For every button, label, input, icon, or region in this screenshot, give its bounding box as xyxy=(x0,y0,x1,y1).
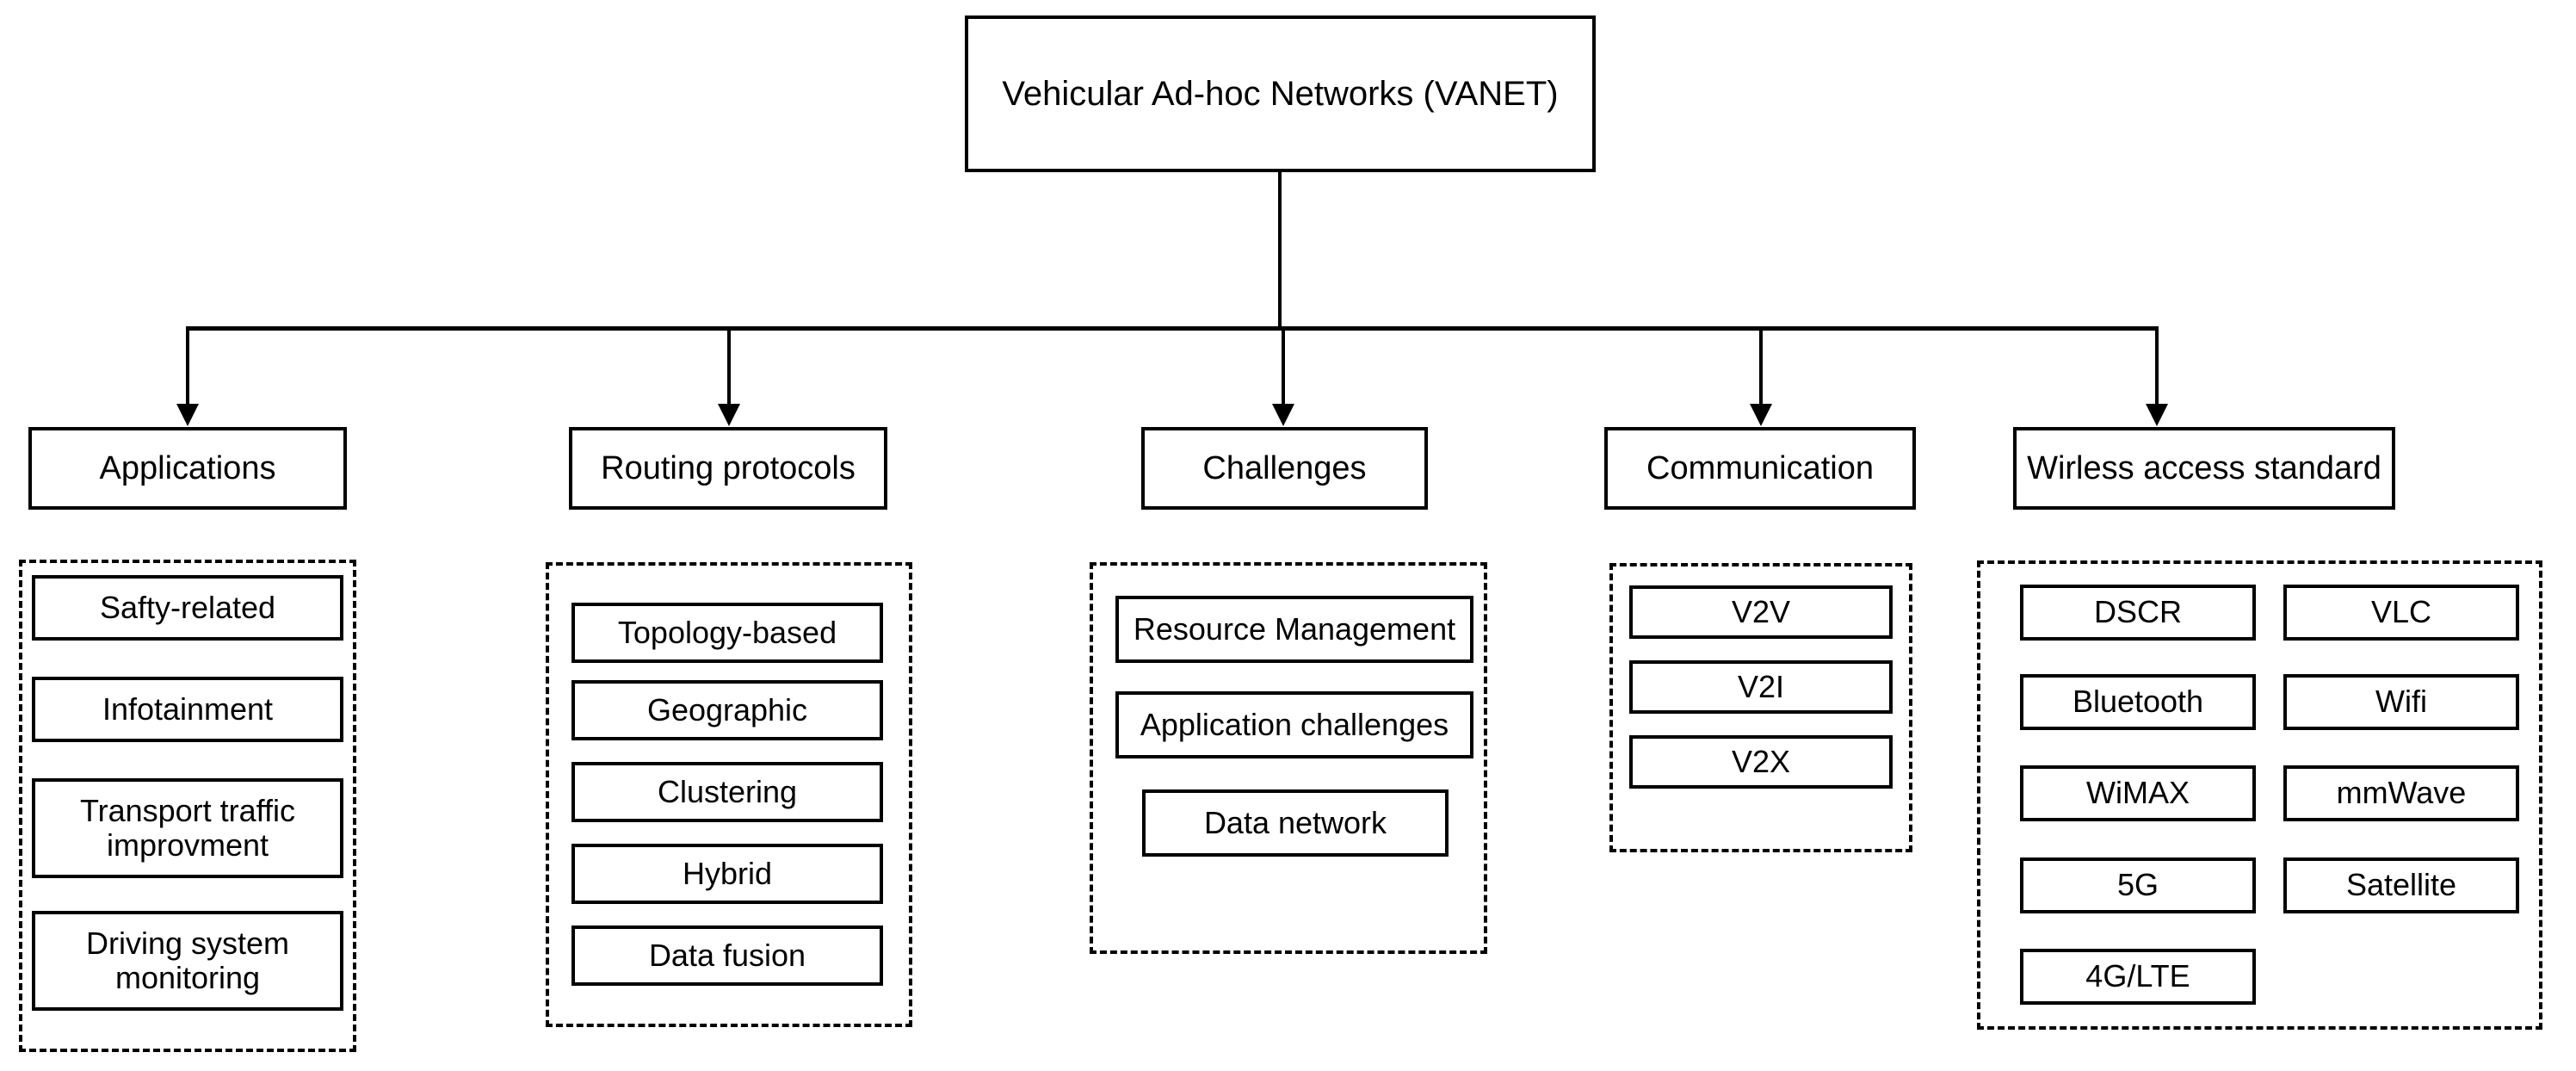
branch-header-label-wirless-access-standard: Wirless access standard xyxy=(2027,449,2381,486)
branch-header-wirless-access-standard[interactable]: Wirless access standard xyxy=(2013,427,2395,510)
leaf-wirless-right-3[interactable]: Satellite xyxy=(2283,857,2519,913)
leaf-communication-2[interactable]: V2X xyxy=(1629,735,1893,789)
branch-header-label-challenges: Challenges xyxy=(1202,449,1367,486)
branch-drop-line-communication xyxy=(1759,326,1763,407)
branch-arrow-challenges xyxy=(1272,404,1294,426)
leaf-label-challenges-1: Application challenges xyxy=(1140,706,1449,742)
leaf-challenges-2[interactable]: Data network xyxy=(1142,789,1449,857)
leaf-routing-protocols-0[interactable]: Topology-based xyxy=(571,603,883,663)
leaf-label-wirless-left-1: Bluetooth xyxy=(2072,684,2204,720)
leaf-label-routing-protocols-3: Hybrid xyxy=(682,855,773,891)
root-node-label: Vehicular Ad-hoc Networks (VANET) xyxy=(1002,74,1559,113)
leaf-routing-protocols-2[interactable]: Clustering xyxy=(571,762,883,822)
distribution-bus-line xyxy=(186,326,2159,331)
branch-drop-line-routing-protocols xyxy=(727,326,731,407)
leaf-wirless-left-0[interactable]: DSCR xyxy=(2020,585,2256,641)
leaf-label-wirless-right-1: Wifi xyxy=(2375,684,2427,720)
branch-group-applications xyxy=(19,560,356,1052)
branch-drop-line-challenges xyxy=(1282,326,1285,407)
branch-drop-line-applications xyxy=(186,326,189,407)
leaf-label-applications-3: Driving system monitoring xyxy=(85,925,290,995)
leaf-label-wirless-left-0: DSCR xyxy=(2093,594,2182,630)
leaf-challenges-0[interactable]: Resource Management xyxy=(1115,596,1473,663)
branch-group-routing-protocols xyxy=(546,562,912,1027)
branch-header-communication[interactable]: Communication xyxy=(1604,427,1916,510)
leaf-applications-0[interactable]: Safty-related xyxy=(32,575,343,641)
branch-header-challenges[interactable]: Challenges xyxy=(1141,427,1428,510)
branch-arrow-communication xyxy=(1750,404,1772,426)
branch-header-label-routing-protocols: Routing protocols xyxy=(601,449,856,486)
leaf-label-applications-1: Infotainment xyxy=(102,690,274,727)
branch-group-communication xyxy=(1609,563,1912,852)
branch-group-challenges xyxy=(1090,562,1487,954)
leaf-label-wirless-right-2: mmWave xyxy=(2336,775,2467,811)
branch-header-applications[interactable]: Applications xyxy=(28,427,347,510)
branch-header-label-applications: Applications xyxy=(99,449,276,486)
leaf-applications-1[interactable]: Infotainment xyxy=(32,677,343,742)
leaf-label-applications-2: Transport traffic improvment xyxy=(79,792,296,863)
leaf-wirless-right-2[interactable]: mmWave xyxy=(2283,765,2519,821)
leaf-communication-1[interactable]: V2I xyxy=(1629,660,1893,714)
branch-header-label-communication: Communication xyxy=(1646,449,1874,486)
root-stem-line xyxy=(1278,172,1282,329)
leaf-label-wirless-right-3: Satellite xyxy=(2345,867,2457,903)
leaf-wirless-left-1[interactable]: Bluetooth xyxy=(2020,674,2256,730)
leaf-routing-protocols-1[interactable]: Geographic xyxy=(571,680,883,740)
leaf-wirless-left-2[interactable]: WiMAX xyxy=(2020,765,2256,821)
leaf-label-communication-1: V2I xyxy=(1737,668,1785,704)
leaf-communication-0[interactable]: V2V xyxy=(1629,585,1893,639)
leaf-label-routing-protocols-0: Topology-based xyxy=(617,614,837,650)
leaf-label-challenges-2: Data network xyxy=(1203,804,1387,840)
root-node-vanet[interactable]: Vehicular Ad-hoc Networks (VANET) xyxy=(965,15,1596,172)
leaf-label-wirless-left-3: 5G xyxy=(2116,867,2159,903)
leaf-wirless-right-0[interactable]: VLC xyxy=(2283,585,2519,641)
leaf-applications-3[interactable]: Driving system monitoring xyxy=(32,911,343,1011)
leaf-wirless-right-1[interactable]: Wifi xyxy=(2283,674,2519,730)
leaf-label-communication-2: V2X xyxy=(1731,743,1791,779)
leaf-label-routing-protocols-4: Data fusion xyxy=(648,937,806,973)
leaf-label-wirless-left-4: 4G/LTE xyxy=(2085,958,2190,994)
leaf-routing-protocols-3[interactable]: Hybrid xyxy=(571,844,883,904)
branch-arrow-routing-protocols xyxy=(718,404,740,426)
branch-arrow-applications xyxy=(176,404,199,426)
leaf-wirless-left-3[interactable]: 5G xyxy=(2020,857,2256,913)
leaf-label-communication-0: V2V xyxy=(1731,593,1791,629)
leaf-challenges-1[interactable]: Application challenges xyxy=(1115,691,1473,758)
leaf-label-wirless-right-0: VLC xyxy=(2370,594,2432,630)
branch-header-routing-protocols[interactable]: Routing protocols xyxy=(569,427,887,510)
leaf-label-wirless-left-2: WiMAX xyxy=(2086,775,2190,811)
branch-group-wirless-access-standard xyxy=(1977,560,2542,1030)
branch-arrow-wirless-access-standard xyxy=(2146,404,2168,426)
leaf-label-routing-protocols-2: Clustering xyxy=(657,773,798,809)
leaf-routing-protocols-4[interactable]: Data fusion xyxy=(571,926,883,986)
branch-drop-line-wirless-access-standard xyxy=(2155,326,2159,407)
leaf-wirless-left-4[interactable]: 4G/LTE xyxy=(2020,949,2256,1005)
leaf-label-applications-0: Safty-related xyxy=(99,589,276,625)
leaf-label-challenges-0: Resource Management xyxy=(1133,610,1456,647)
leaf-applications-2[interactable]: Transport traffic improvment xyxy=(32,778,343,878)
leaf-label-routing-protocols-1: Geographic xyxy=(646,691,808,727)
